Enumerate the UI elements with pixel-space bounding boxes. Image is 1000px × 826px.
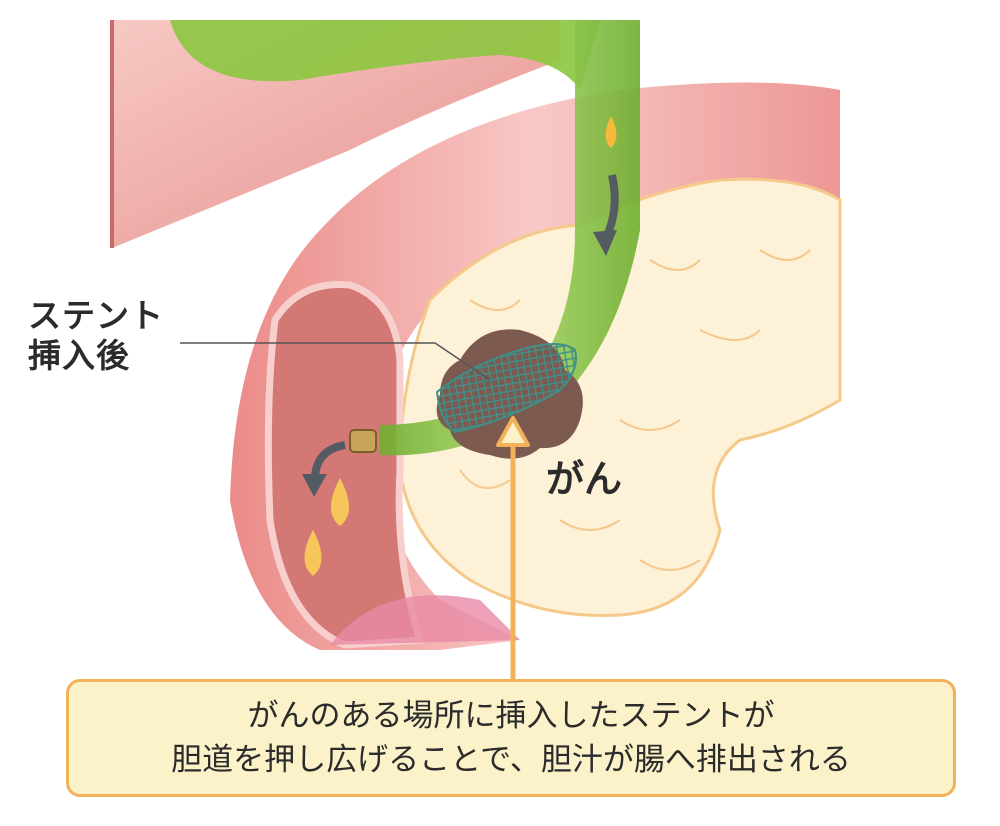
bile-duct xyxy=(380,20,640,456)
stent-leader-line xyxy=(180,342,491,381)
stent-label-line2: 挿入後 xyxy=(28,336,130,375)
stent-label: ステント 挿入後 xyxy=(28,296,164,376)
duodenum-lumen xyxy=(264,280,425,649)
caption-box: がんのある場所に挿入したステントが 胆道を押し広げることで、胆汁が腸へ排出される xyxy=(66,679,956,797)
caption-line2: 胆道を押し広げることで、胆汁が腸へ排出される xyxy=(171,742,851,778)
cancer-label: がん xyxy=(546,457,623,501)
bile-drop-icon xyxy=(331,478,349,526)
caption-line1: がんのある場所に挿入したステントが xyxy=(247,698,775,734)
gallbladder-duct xyxy=(170,20,600,90)
bile-drop-icon xyxy=(605,116,617,148)
stent-mesh xyxy=(435,343,577,434)
stent-outlet xyxy=(349,429,377,453)
bile-drop-icon xyxy=(304,530,322,576)
stent-label-line1: ステント xyxy=(28,296,164,335)
liver-shape xyxy=(112,20,560,248)
